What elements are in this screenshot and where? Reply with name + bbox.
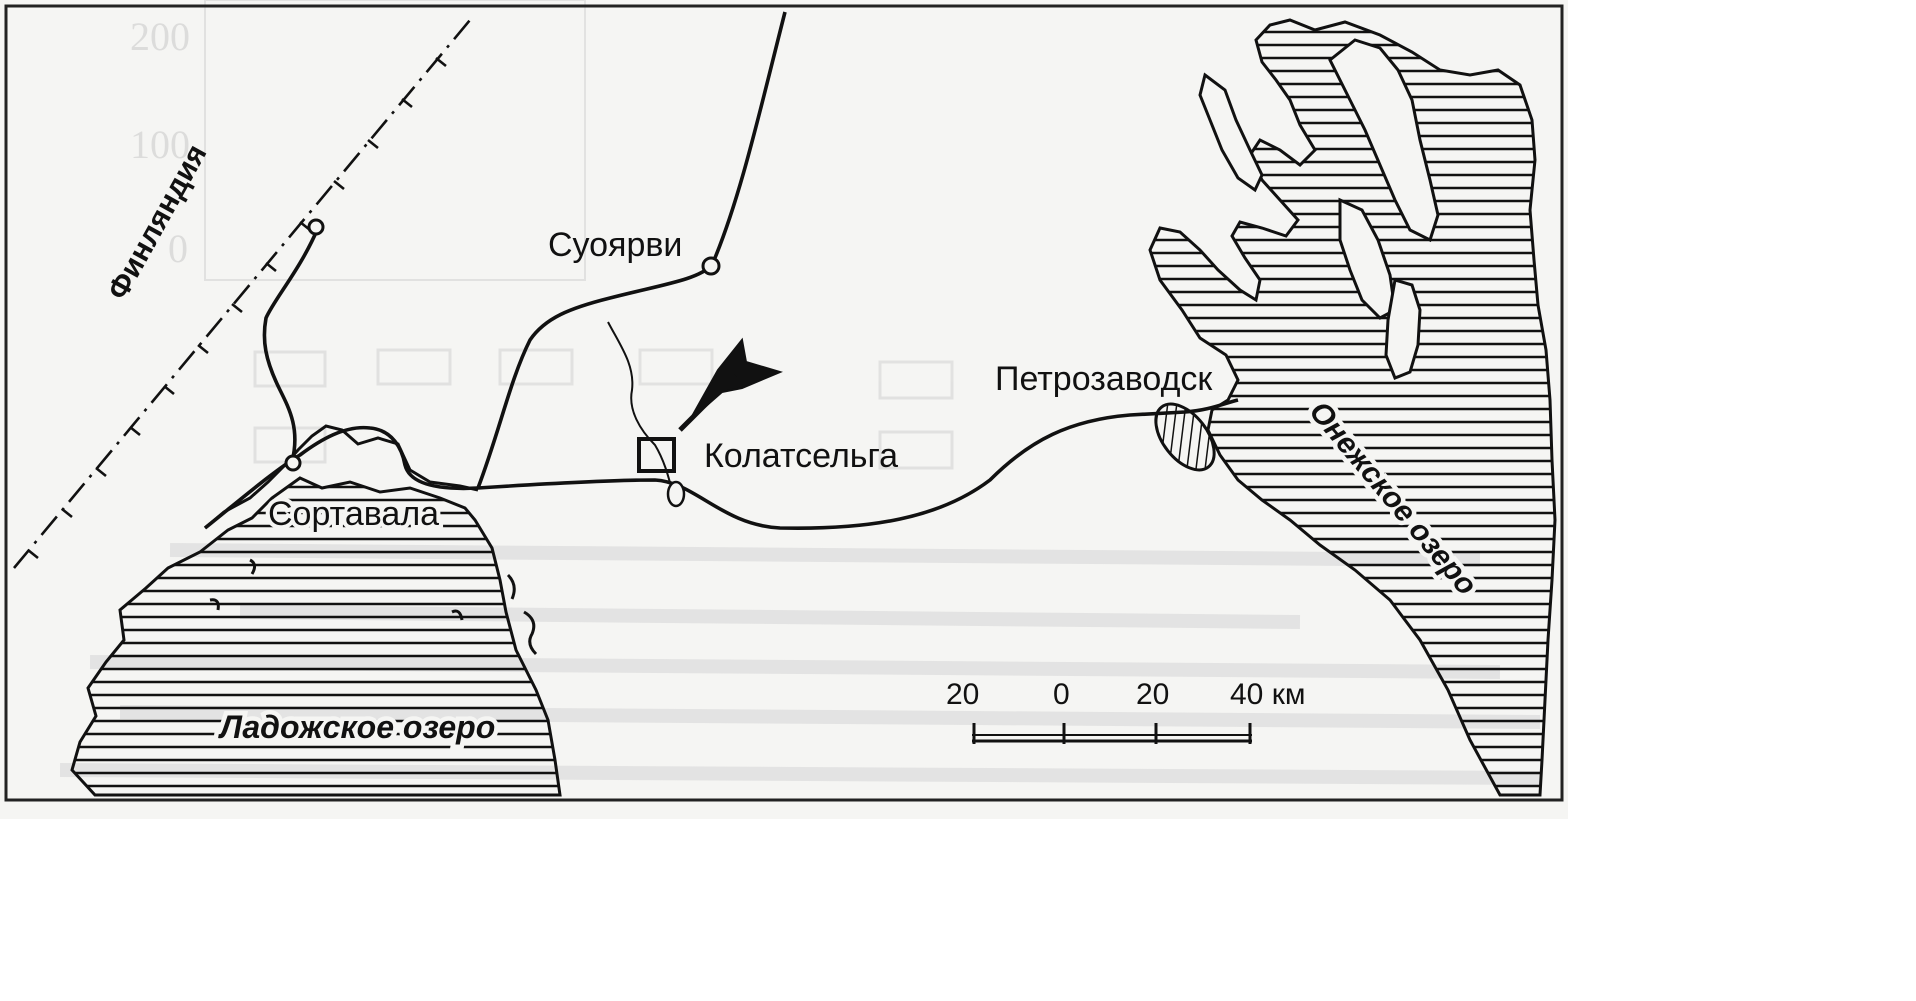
ladoga-lake-label: Ладожское озеро bbox=[218, 709, 495, 745]
svg-text:100: 100 bbox=[130, 122, 190, 167]
petrozavodsk-city-area bbox=[1154, 402, 1216, 472]
railway-finland-branch bbox=[262, 227, 320, 463]
onega-island bbox=[1384, 278, 1422, 380]
sortavala-label: Сортавала bbox=[268, 495, 439, 533]
svg-text:0: 0 bbox=[168, 226, 188, 271]
onega-peninsula-middle bbox=[1338, 197, 1397, 320]
small-lake bbox=[666, 480, 686, 508]
suojarvi-label: Суоярви bbox=[548, 226, 682, 264]
kolatselga-label: Колатсельга bbox=[704, 437, 898, 475]
railway-main-line bbox=[203, 398, 1239, 531]
railways bbox=[203, 11, 1239, 531]
finland-border bbox=[13, 19, 471, 569]
onega-peninsula-north bbox=[1328, 38, 1440, 243]
kolatselga-site-marker bbox=[637, 437, 676, 473]
svg-text:200: 200 bbox=[130, 14, 190, 59]
scale-tick-20-left: 20 bbox=[946, 678, 979, 711]
scale-tick-0: 0 bbox=[1053, 678, 1070, 711]
scale-bar: 20 0 20 40 км bbox=[946, 678, 1305, 744]
railway-suojarvi-branch bbox=[476, 11, 787, 489]
scale-tick-20-right: 20 bbox=[1136, 678, 1169, 711]
scale-tick-40-km: 40 км bbox=[1230, 678, 1305, 711]
sortavala-marker bbox=[284, 454, 302, 472]
suojarvi-marker bbox=[701, 256, 721, 276]
map-canvas: 200 100 0 Ладожское озеро Онежское озеро bbox=[4, 0, 1564, 802]
map-frame: 200 100 0 Ладожское озеро Онежское озеро bbox=[0, 0, 1568, 819]
arrow-shaft bbox=[678, 373, 737, 432]
map-border bbox=[4, 4, 1564, 802]
ladoga-northern-shoreline bbox=[204, 424, 479, 530]
ladoga-lake-shape bbox=[70, 476, 562, 797]
onega-inner-bay bbox=[1198, 72, 1264, 193]
river bbox=[607, 321, 673, 491]
ladoga-islands bbox=[209, 558, 538, 656]
petrozavodsk-label: Петрозаводск bbox=[995, 360, 1213, 398]
finland-station-marker bbox=[307, 218, 325, 236]
